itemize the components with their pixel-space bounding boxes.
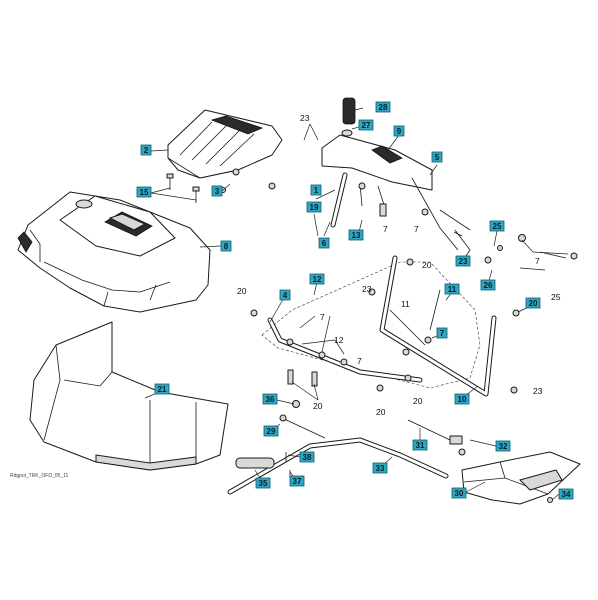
part-hardware-right <box>439 209 578 271</box>
part-hood <box>17 191 211 313</box>
callout-36[interactable]: 36 <box>262 393 278 405</box>
svg-text:2: 2 <box>144 146 149 155</box>
callout-6[interactable]: 6 <box>318 237 330 249</box>
callout-2[interactable]: 2 <box>140 144 152 156</box>
label-7-e: 7 <box>357 356 362 366</box>
svg-text:25: 25 <box>493 222 502 231</box>
callout-30[interactable]: 30 <box>451 487 467 499</box>
svg-text:9: 9 <box>397 127 402 136</box>
callout-10[interactable]: 10 <box>454 393 470 405</box>
label-20-e: 20 <box>376 407 386 417</box>
svg-text:34: 34 <box>562 490 571 499</box>
part-nut-3 <box>220 168 276 193</box>
svg-text:13: 13 <box>352 231 361 240</box>
callout-5[interactable]: 5 <box>431 151 443 163</box>
label-12-b: 12 <box>334 335 344 345</box>
svg-text:30: 30 <box>455 489 464 498</box>
callout-20[interactable]: 20 <box>525 297 541 309</box>
svg-text:38: 38 <box>303 453 312 462</box>
part-mount-plate <box>458 448 581 505</box>
callout-25[interactable]: 25 <box>489 220 505 232</box>
label-20-d: 20 <box>313 401 323 411</box>
svg-text:35: 35 <box>259 479 268 488</box>
svg-text:36: 36 <box>266 395 275 404</box>
callout-34[interactable]: 34 <box>558 488 574 500</box>
label-20-f: 20 <box>413 396 423 406</box>
callout-27[interactable]: 27 <box>358 119 374 131</box>
callout-29[interactable]: 29 <box>263 425 279 437</box>
callout-26[interactable]: 26 <box>480 279 496 291</box>
svg-text:28: 28 <box>379 103 388 112</box>
callout-32[interactable]: 32 <box>495 440 511 452</box>
svg-text:8: 8 <box>224 242 229 251</box>
svg-text:5: 5 <box>435 153 440 162</box>
part-grille-cover <box>167 109 283 179</box>
label-7-b: 7 <box>414 224 419 234</box>
svg-text:7: 7 <box>440 329 445 338</box>
label-20-b: 20 <box>237 286 247 296</box>
part-pedal-frame <box>250 255 520 397</box>
label-20-a: 20 <box>422 260 432 270</box>
part-front-panel <box>29 321 229 471</box>
svg-text:31: 31 <box>416 441 425 450</box>
part-control-rod <box>227 400 463 495</box>
part-bracket <box>321 134 459 251</box>
svg-text:10: 10 <box>458 395 467 404</box>
svg-text:19: 19 <box>310 203 319 212</box>
svg-text:33: 33 <box>376 464 385 473</box>
callout-7[interactable]: 7 <box>436 327 448 339</box>
callout-35[interactable]: 35 <box>255 477 271 489</box>
label-11: 11 <box>401 299 410 309</box>
svg-text:27: 27 <box>362 121 371 130</box>
svg-text:26: 26 <box>484 281 493 290</box>
label-7-d: 7 <box>320 312 325 322</box>
callout-9[interactable]: 9 <box>393 125 405 137</box>
callout-3[interactable]: 3 <box>211 185 223 197</box>
callout-23[interactable]: 23 <box>455 255 471 267</box>
callout-31[interactable]: 31 <box>412 439 428 451</box>
callout-33[interactable]: 33 <box>372 462 388 474</box>
svg-text:4: 4 <box>283 291 288 300</box>
svg-text:20: 20 <box>529 299 538 308</box>
svg-text:3: 3 <box>215 187 220 196</box>
callout-15[interactable]: 15 <box>136 186 152 198</box>
svg-text:21: 21 <box>158 385 167 394</box>
label-25-b: 25 <box>551 292 561 302</box>
callout-1[interactable]: 1 <box>310 184 322 196</box>
svg-text:1: 1 <box>314 186 319 195</box>
callout-38[interactable]: 38 <box>299 451 315 463</box>
callout-37[interactable]: 37 <box>289 475 305 487</box>
svg-text:11: 11 <box>448 285 457 294</box>
part-screws-15 <box>166 173 200 203</box>
label-7-a: 7 <box>383 224 388 234</box>
callout-12[interactable]: 12 <box>309 273 325 285</box>
reference-code: Rdgpol_TRK_OFD_05_11 <box>10 473 68 479</box>
label-23-top: 23 <box>300 113 310 123</box>
svg-text:29: 29 <box>267 427 276 436</box>
label-23-low: 23 <box>533 386 543 396</box>
callout-11[interactable]: 11 <box>444 283 460 295</box>
callout-8[interactable]: 8 <box>220 240 232 252</box>
callout-13[interactable]: 13 <box>348 229 364 241</box>
svg-text:12: 12 <box>313 275 322 284</box>
part-steering-tube <box>330 97 356 228</box>
callout-28[interactable]: 28 <box>375 101 391 113</box>
label-7-c: 7 <box>535 256 540 266</box>
svg-text:6: 6 <box>322 239 327 248</box>
svg-text:15: 15 <box>140 188 149 197</box>
svg-text:37: 37 <box>293 477 302 486</box>
svg-text:32: 32 <box>499 442 508 451</box>
svg-text:23: 23 <box>459 257 468 266</box>
label-23-mid: 23 <box>362 284 372 294</box>
callout-19[interactable]: 19 <box>306 201 322 213</box>
callout-21[interactable]: 21 <box>154 383 170 395</box>
callout-4[interactable]: 4 <box>279 289 291 301</box>
